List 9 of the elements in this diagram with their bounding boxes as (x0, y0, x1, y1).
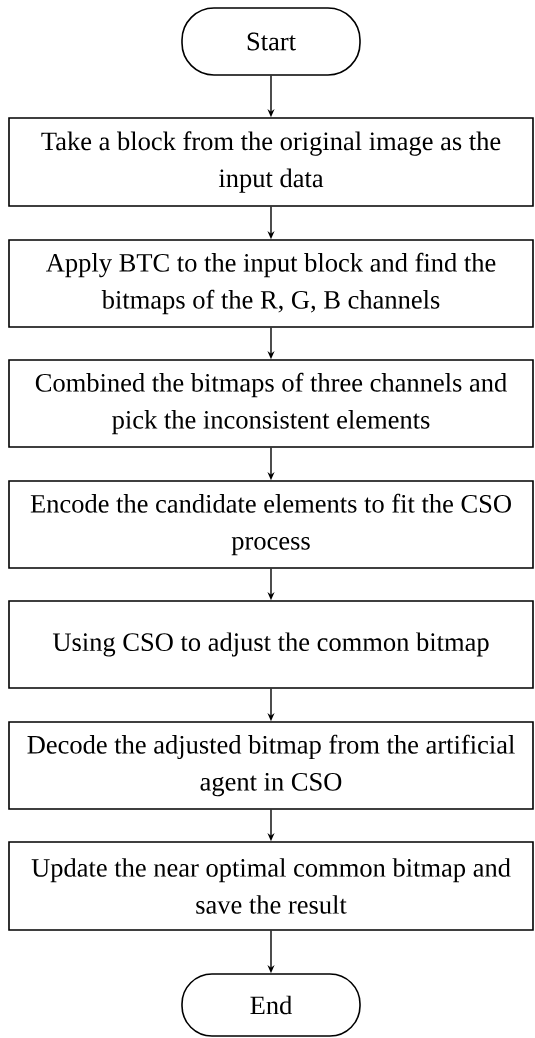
process-box: Update the near optimal common bitmap and save the result (8, 841, 534, 931)
process-box: Combined the bitmaps of three channels and pick the inconsistent elements (8, 359, 534, 448)
terminal-node: Start (181, 7, 361, 76)
process-box: Apply BTC to the input block and find the bitmaps of the R, G, B channels (8, 239, 534, 328)
process-box: Take a block from the original image as the input data (8, 117, 534, 207)
process-box: Encode the candidate elements to fit the CSO process (8, 480, 534, 569)
terminal-node: End (181, 973, 361, 1037)
process-box: Using CSO to adjust the common bitmap (8, 600, 534, 689)
process-box: Decode the adjusted bitmap from the artificial agent in CSO (8, 721, 534, 810)
